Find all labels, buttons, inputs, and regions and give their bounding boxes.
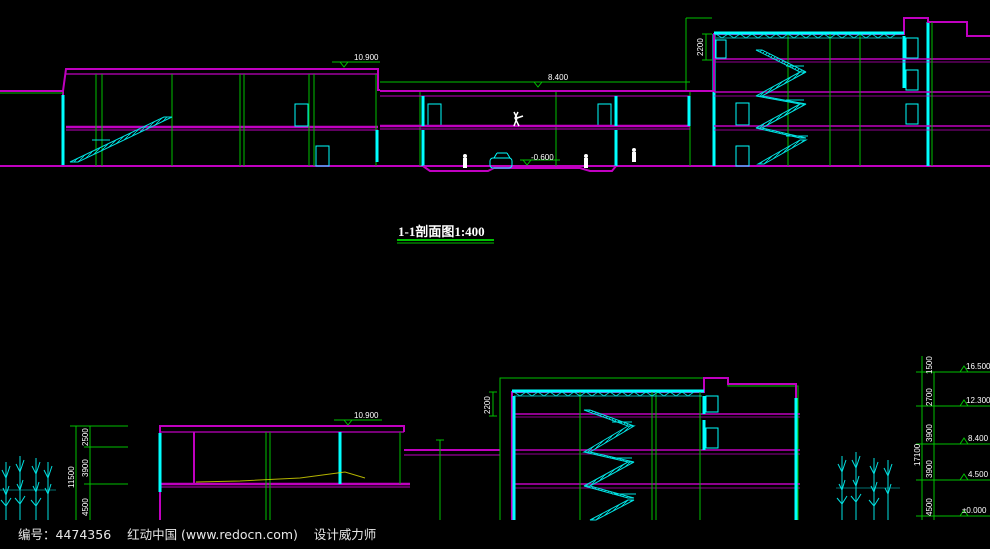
left-dim-1: 2500 (81, 428, 90, 446)
right-level-3: 8.400 (968, 434, 989, 443)
bottom-elevation-roof-left: 10.900 (354, 411, 379, 420)
right-level-5: ±0.000 (962, 506, 987, 515)
left-dim-3: 4500 (81, 498, 90, 516)
right-dim-5: 4500 (925, 498, 934, 516)
left-stair (69, 116, 173, 163)
bottom-stair (582, 409, 636, 521)
bottom-truss (513, 391, 702, 397)
left-dim-total: 11500 (67, 466, 76, 488)
right-level-2: 12.300 (966, 396, 990, 405)
right-level-4: 4.500 (968, 470, 989, 479)
top-elevation-mid: 8.400 (548, 73, 569, 82)
right-dim-chain (916, 356, 990, 520)
ramp-line (195, 471, 366, 483)
truss (715, 33, 902, 39)
left-dim-chain (70, 425, 128, 520)
top-elevation-underpass: -0.600 (531, 153, 554, 162)
watermark-bar (0, 522, 990, 549)
car-figure (489, 152, 513, 169)
section-title-text: 1-1剖面图1:400 (398, 224, 485, 239)
right-dim-4: 3900 (925, 460, 934, 478)
left-block-roof (62, 68, 380, 92)
left-dim-2: 3900 (81, 459, 90, 477)
underpass (422, 165, 617, 172)
right-dim-3: 3900 (925, 424, 934, 442)
right-level-1: 16.500 (966, 362, 990, 371)
top-section (0, 17, 990, 172)
human-figures (463, 111, 636, 168)
section-title: 1-1剖面图1:400 (397, 224, 494, 244)
left-roof (0, 90, 64, 166)
right-dim-total: 17100 (913, 443, 922, 466)
right-trees (836, 452, 900, 520)
top-elevation-roof-left: 10.900 (354, 53, 379, 62)
right-stair (755, 49, 808, 165)
left-trees (0, 456, 56, 520)
bottom-section (0, 356, 990, 521)
watermark-text: 编号：4474356 红动中国 (www.redocn.com) 设计威力师 (18, 527, 376, 542)
right-dim-2: 2700 (925, 388, 934, 406)
top-parapet-dim: 2200 (696, 38, 705, 56)
right-dim-1: 1500 (925, 356, 934, 374)
bottom-parapet-dim: 2200 (483, 396, 492, 414)
